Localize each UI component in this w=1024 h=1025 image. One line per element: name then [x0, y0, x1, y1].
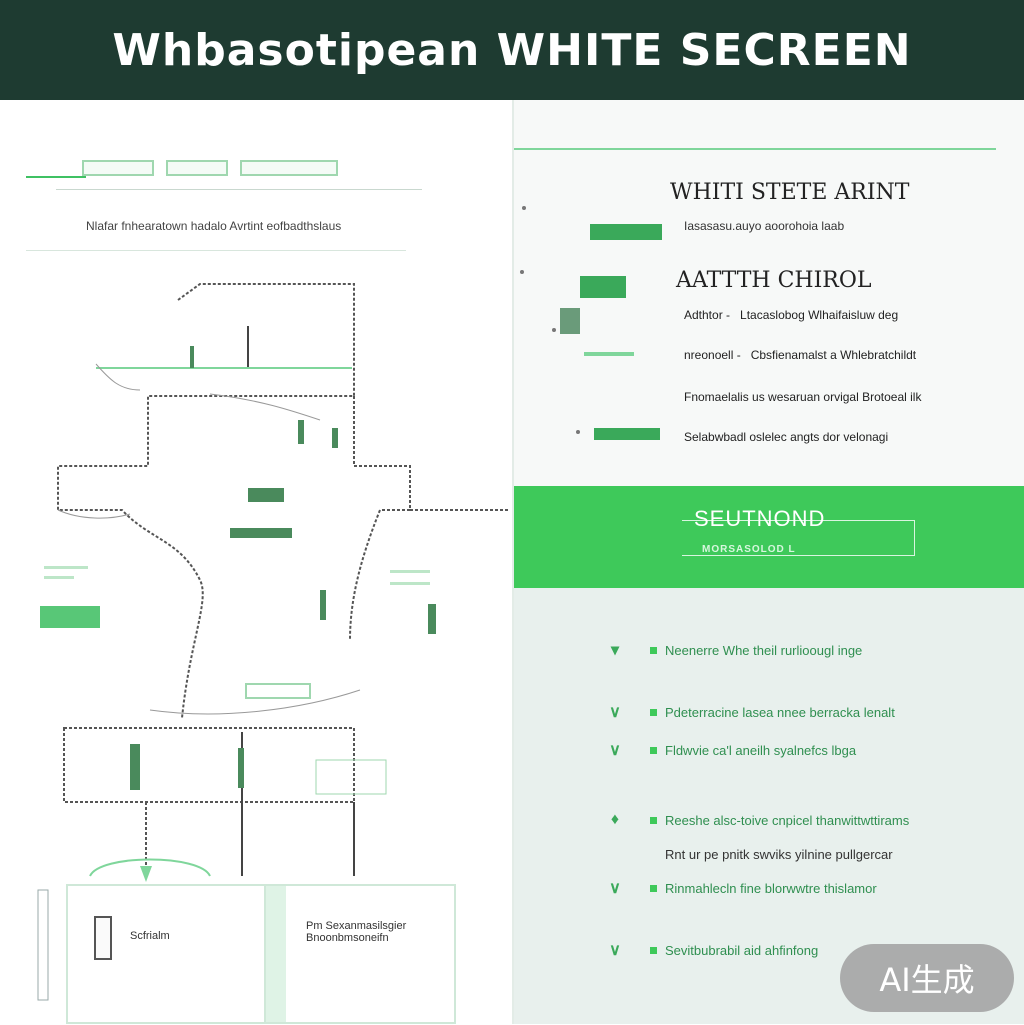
door-icon — [94, 916, 112, 960]
list-item: ∨ Rinmahlecln fine blorwwtre thislamor — [604, 876, 877, 900]
info-row-4-text: Selabwbadl oslelec angts dor velonagi — [684, 430, 889, 444]
left-panel: Nlafar fnhearatown hadalo Avrtint eofbad… — [0, 100, 512, 1024]
bullet-square — [650, 946, 657, 954]
info-row-1-label: Adthtor - — [684, 308, 731, 322]
info-row-4: Selabwbadl oslelec angts dor velonagi — [684, 430, 888, 444]
toolbar-field-1[interactable] — [82, 160, 154, 176]
info-row-1: Adthtor - Ltacaslobog Wlhaifaisluw deg — [684, 308, 898, 322]
list-item: ∨ Fldwvie ca'l aneilh syalnefcs lbga — [604, 738, 856, 762]
leaf-icon: ♦ — [610, 811, 620, 828]
right-caption: Iasasasu.auyo aoorohoia laab — [684, 219, 845, 233]
box-a-label: Scfrialm — [130, 930, 170, 942]
list-item: Rnt ur pe pnitk swviks yilnine pullgerca… — [604, 842, 893, 866]
flow-diagram: Scfrialm Pm Sexanmasilsgier Bnoonbmsonei… — [0, 270, 512, 1024]
info-row-1-text: Ltacaslobog Wlhaifaisluw deg — [740, 308, 899, 322]
bullet-square — [650, 816, 657, 824]
info-row-2-text: Cbsfienamalst a Whlebratchildt — [750, 348, 917, 362]
left-subtitle: Nlafar fnhearatown hadalo Avrtint eofbad… — [86, 219, 342, 233]
flow-diagram-svg — [37, 283, 510, 1001]
page-title: Whbasotipean WHITE SECREEN — [112, 24, 912, 76]
section-subtitle: MORSASOLOD L — [702, 544, 796, 555]
list-item: ♦ Reeshe alsc-toive cnpicel thanwittwtti… — [604, 808, 909, 832]
info-row-2-label: nreonoell - — [684, 348, 741, 362]
check-icon: ∨ — [609, 704, 621, 721]
list-item-text: Rinmahlecln fine blorwwtre thislamor — [665, 880, 877, 896]
left-toolbar — [26, 158, 422, 198]
list-item-text: Pdeterracine lasea nnee berracka lenalt — [665, 704, 895, 720]
toolbar-field-2[interactable] — [166, 160, 228, 176]
subtitle-divider — [26, 250, 406, 251]
right-heading: AATTTH CHIROL — [676, 268, 872, 293]
section-banner: SEUTNOND MORSASOLOD L — [514, 486, 1024, 588]
bullet-square — [650, 884, 657, 892]
bullet-square — [650, 746, 657, 754]
check-icon: ∨ — [609, 880, 621, 897]
list-item-text: Rnt ur pe pnitk swviks yilnine pullgerca… — [665, 846, 893, 862]
toolbar-divider — [56, 189, 422, 190]
right-top-rule — [514, 148, 996, 150]
bullet-square — [650, 708, 657, 716]
right-panel: WHITI STETE ARINT Iasasasu.auyo aoorohoi… — [514, 100, 1024, 1024]
diagram-box-b[interactable]: Pm Sexanmasilsgier Bnoonbmsoneifn — [264, 884, 456, 1024]
info-row-3: Fnomaelalis us wesaruan orvigal Brotoeal… — [684, 390, 921, 404]
list-item: ▾ Neenerre Whe theil rurlioougl inge — [604, 638, 862, 662]
box-b-stripe — [266, 886, 286, 1022]
list-item: ∨ Sevitbubrabil aid ahfinfong — [604, 938, 818, 962]
bullet-square — [650, 851, 657, 858]
toolbar-field-3[interactable] — [240, 160, 338, 176]
header-bar: Whbasotipean WHITE SECREEN — [0, 0, 1024, 100]
check-icon: ∨ — [609, 942, 621, 959]
info-row-2: nreonoell - Cbsfienamalst a Whlebratchil… — [684, 348, 916, 362]
section-frame — [682, 520, 915, 556]
list-item: ∨ Pdeterracine lasea nnee berracka lenal… — [604, 700, 895, 724]
check-icon: ▾ — [610, 642, 620, 659]
list-item-text: Reeshe alsc-toive cnpicel thanwittwttira… — [665, 812, 910, 828]
box-b-label: Pm Sexanmasilsgier Bnoonbmsoneifn — [306, 920, 407, 944]
toolbar-accent-line — [26, 176, 86, 178]
list-item-text: Neenerre Whe theil rurlioougl inge — [665, 642, 863, 658]
right-title: WHITI STETE ARINT — [670, 180, 910, 205]
section-title: SEUTNOND — [694, 506, 826, 531]
bullet-square — [650, 646, 657, 654]
illustration-column — [520, 206, 662, 440]
panel-divider — [512, 100, 514, 1024]
ai-generated-badge: AI生成 — [840, 944, 1014, 1012]
list-item-text: Sevitbubrabil aid ahfinfong — [665, 942, 819, 958]
list-item-text: Fldwvie ca'l aneilh syalnefcs lbga — [665, 742, 857, 758]
info-row-3-text: Fnomaelalis us wesaruan orvigal Brotoeal… — [684, 390, 922, 404]
check-icon: ∨ — [609, 742, 621, 759]
